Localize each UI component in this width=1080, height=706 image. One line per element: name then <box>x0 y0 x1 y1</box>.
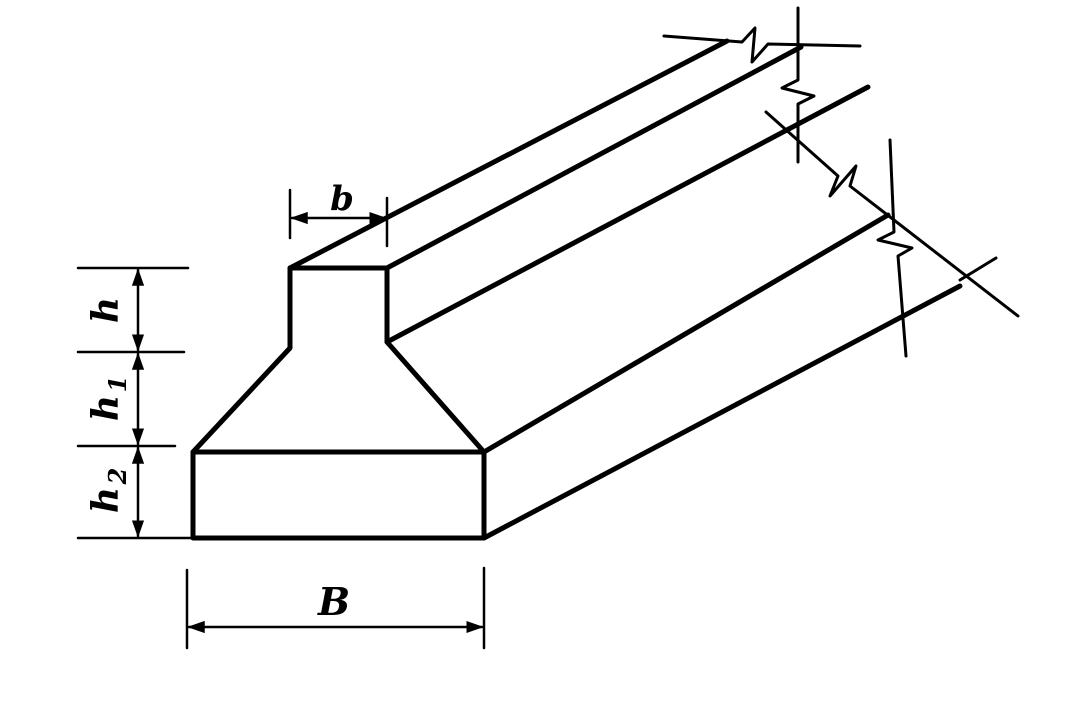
label-h2-group: h 2 <box>85 468 132 513</box>
edge-base-top <box>481 212 891 455</box>
label-h1: h <box>85 395 127 421</box>
break-line-bottom <box>958 256 998 282</box>
break-line-upper-vertical <box>780 6 816 164</box>
label-h: h <box>85 297 127 323</box>
front-section <box>190 265 487 541</box>
dimension-B: B <box>185 566 486 650</box>
label-b: b <box>330 179 354 219</box>
edge-stem-top-left <box>287 38 730 271</box>
dimension-heights: h h 1 h 2 <box>76 266 195 540</box>
break-line-top <box>662 26 862 64</box>
break-lines <box>662 6 1020 358</box>
break-line-lower-vertical <box>876 138 914 358</box>
break-line-middle <box>764 110 1020 318</box>
edge-stem-shoulder <box>384 84 871 345</box>
edge-base-bottom <box>481 283 963 541</box>
edge-stem-top-right <box>384 44 804 271</box>
footing-outline <box>190 38 963 541</box>
label-h1-subscript: 1 <box>103 376 132 393</box>
label-h-group: h <box>85 297 127 323</box>
label-h2-subscript: 2 <box>103 468 132 486</box>
dimension-b: b <box>288 179 389 248</box>
label-h2: h <box>85 487 127 513</box>
label-B: B <box>317 579 350 624</box>
label-h1-group: h 1 <box>85 376 132 421</box>
